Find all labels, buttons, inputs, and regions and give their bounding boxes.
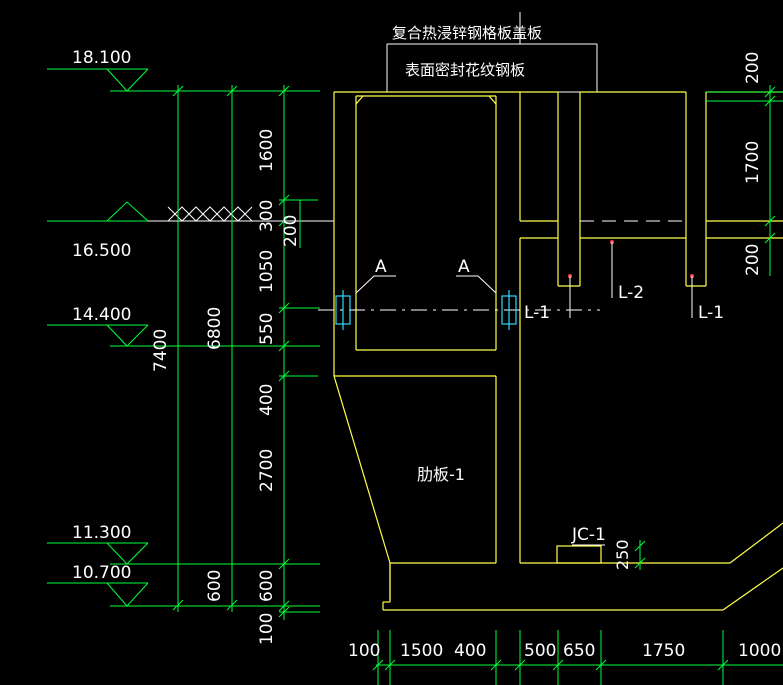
dim-600-b: 600 <box>257 570 277 602</box>
bottom-dim-100: 100 <box>348 641 380 661</box>
elevation-label-2: 16.500 <box>72 241 131 261</box>
dim-400: 400 <box>257 384 277 416</box>
elevation-marker-3: 14.400 <box>47 305 320 347</box>
dimension-lines <box>172 85 320 620</box>
dim-1600: 1600 <box>257 129 277 172</box>
overall-dim-7400: 7400 <box>151 329 171 372</box>
bottom-dim-1000: 1000 <box>738 641 781 661</box>
bottom-dim-1750: 1750 <box>642 641 685 661</box>
right-dim-200-top: 200 <box>743 52 763 84</box>
dim-600-a: 600 <box>205 570 225 602</box>
label-rib-plate: 肋板-1 <box>417 465 465 484</box>
dim-200: 200 <box>281 215 301 247</box>
label-jc: JC-1 <box>571 525 606 545</box>
right-dim-200-bottom: 200 <box>743 244 763 276</box>
elevation-label-5: 10.700 <box>72 563 131 583</box>
elevation-label-1: 18.100 <box>72 48 131 68</box>
cover-line2: 表面密封花纹钢板 <box>405 61 525 79</box>
dim-300: 300 <box>257 200 277 232</box>
jc-block <box>556 545 602 564</box>
label-l2: L-2 <box>618 283 644 303</box>
dim-1050: 1050 <box>257 250 277 293</box>
jc-label: JC-1 <box>571 525 606 546</box>
ground-line <box>148 206 334 222</box>
right-dim-250: 250 <box>613 539 632 570</box>
bottom-dim-650: 650 <box>563 641 595 661</box>
dim-550: 550 <box>257 313 277 345</box>
bottom-dim-400: 400 <box>454 641 486 661</box>
bottom-dim-1500: 1500 <box>400 641 443 661</box>
label-l1-right: L-1 <box>698 303 724 323</box>
beam-section-line: L-1 <box>318 290 600 330</box>
label-l1-left: L-1 <box>524 303 550 323</box>
elevation-label-3: 14.400 <box>72 305 131 325</box>
bottom-dim-500: 500 <box>524 641 556 661</box>
bottom-dimensions: 100 1500 400 500 650 1750 1000 <box>348 630 783 685</box>
cover-callout: 复合热浸锌钢格板盖板 表面密封花纹钢板 <box>358 12 598 93</box>
soil-hatch <box>167 206 253 222</box>
beam-leaders: L-2 L-1 <box>568 240 724 323</box>
elevation-marker-5: 10.700 <box>47 563 320 607</box>
right-dim-1700: 1700 <box>743 141 763 184</box>
dim-2700: 2700 <box>257 449 277 492</box>
section-mark-right: A <box>458 257 470 277</box>
section-mark-left: A <box>375 257 387 277</box>
dim-100: 100 <box>257 613 277 645</box>
section-marks: A A <box>355 257 497 294</box>
overall-dim-6800: 6800 <box>205 307 225 350</box>
cover-line1: 复合热浸锌钢格板盖板 <box>392 24 542 42</box>
elevation-marker-2: 16.500 <box>47 201 149 261</box>
elevation-label-4: 11.300 <box>72 523 131 543</box>
elevation-marker-4: 11.300 <box>47 523 320 565</box>
elevation-marker-1: 18.100 <box>47 48 320 92</box>
right-dimensions: 200 1700 200 250 <box>613 52 783 570</box>
main-structure <box>333 91 783 611</box>
